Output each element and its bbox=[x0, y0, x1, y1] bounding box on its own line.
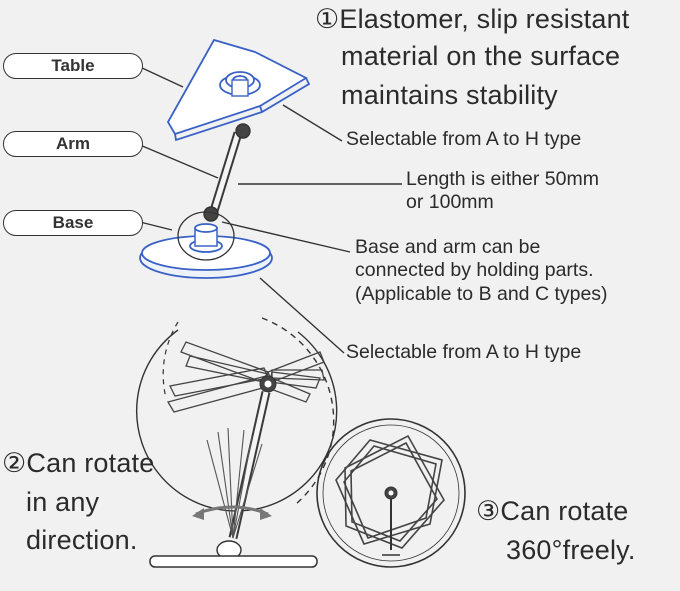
connect-leader bbox=[221, 221, 351, 253]
rotate-any-line-1: ②Can rotate bbox=[2, 448, 155, 478]
rotate-360-illustration bbox=[316, 418, 466, 568]
length-line-2: or 100mm bbox=[406, 191, 494, 213]
elastomer-line-2: material on the surface bbox=[341, 41, 621, 71]
table-label: Table bbox=[3, 53, 143, 79]
table-type-text: Selectable from A to H type bbox=[346, 128, 582, 150]
connect-line-3: (Applicable to B and C types) bbox=[355, 283, 608, 305]
leader-lines bbox=[139, 66, 402, 354]
arm-label: Arm bbox=[3, 131, 143, 157]
base-plate bbox=[149, 555, 318, 568]
base-part bbox=[139, 211, 273, 279]
rotate-360-line-2: 360°freely. bbox=[506, 535, 636, 565]
base-leader bbox=[139, 221, 173, 231]
arm-leader bbox=[139, 144, 219, 179]
rotate-any-line-3: direction. bbox=[26, 525, 138, 555]
elastomer-line-1: ①Elastomer, slip resistant bbox=[315, 4, 630, 34]
length-line-1: Length is either 50mm bbox=[406, 168, 599, 190]
base-type-text: Selectable from A to H type bbox=[346, 341, 582, 363]
connect-line-2: connected by holding parts. bbox=[355, 259, 594, 281]
arm-ball-top bbox=[235, 123, 251, 139]
arm-part bbox=[203, 123, 251, 222]
connect-line-1: Base and arm can be bbox=[355, 236, 541, 258]
table-leader bbox=[139, 66, 184, 88]
rotate-360-line-1: ③Can rotate bbox=[476, 496, 629, 526]
base-type-leader bbox=[259, 277, 345, 354]
table-part bbox=[166, 38, 311, 142]
rotate-any-line-2: in any bbox=[26, 487, 100, 517]
rotate-any-illustration bbox=[136, 317, 338, 568]
table-type-leader bbox=[282, 104, 343, 142]
elastomer-line-3: maintains stability bbox=[341, 80, 558, 110]
base-label: Base bbox=[3, 210, 143, 236]
